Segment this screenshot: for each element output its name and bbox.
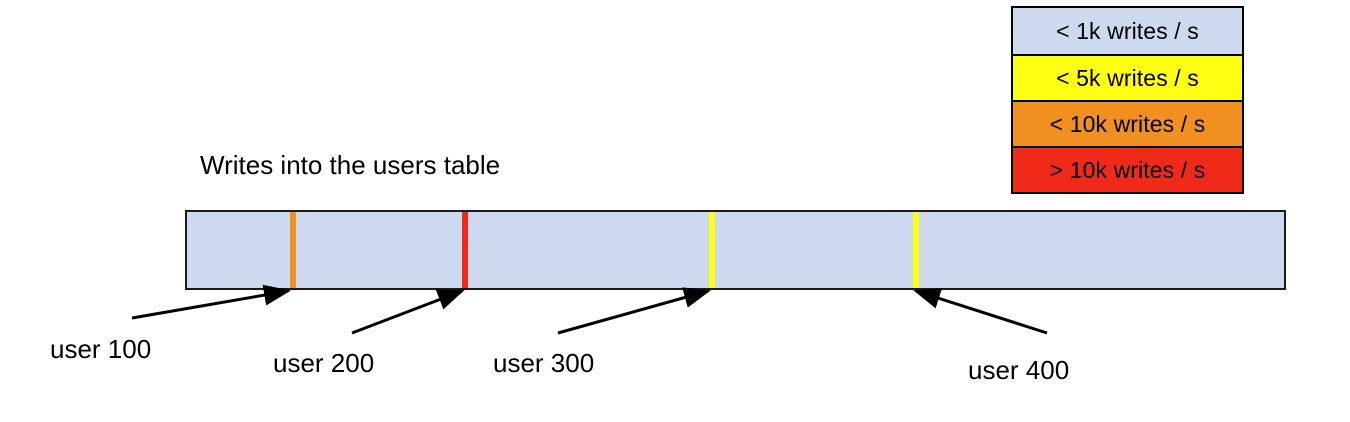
legend-item-label: < 1k writes / s: [1056, 17, 1199, 44]
legend-item-lt-5k: < 5k writes / s: [1013, 54, 1242, 100]
boundary-marker-user-100: [290, 212, 297, 288]
legend-item-label: < 5k writes / s: [1056, 64, 1199, 91]
legend-item-lt-10k: < 10k writes / s: [1013, 100, 1242, 146]
diagram-title: Writes into the users table: [200, 150, 501, 180]
callout-label-user-100: user 100: [50, 334, 152, 364]
callout-label-user-300: user 300: [493, 348, 595, 378]
users-table-bar: [185, 210, 1286, 290]
legend-item-label: < 10k writes / s: [1049, 110, 1206, 137]
callout-label-user-200: user 200: [273, 348, 375, 378]
boundary-marker-user-400: [913, 212, 920, 288]
callout-label-user-400: user 400: [968, 355, 1070, 385]
boundary-marker-user-200: [462, 212, 469, 288]
legend-item-gt-10k: > 10k writes / s: [1013, 146, 1242, 192]
boundary-marker-user-300: [709, 212, 716, 288]
legend: < 1k writes / s < 5k writes / s < 10k wr…: [1011, 6, 1244, 194]
legend-item-label: > 10k writes / s: [1049, 156, 1206, 183]
legend-item-lt-1k: < 1k writes / s: [1013, 8, 1242, 54]
